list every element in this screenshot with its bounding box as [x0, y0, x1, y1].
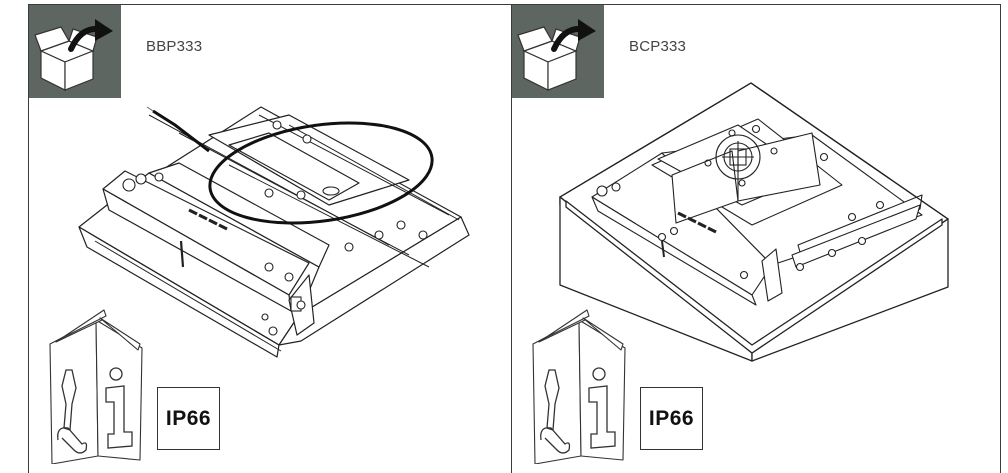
ip-rating-box: IP66: [640, 387, 703, 450]
ip-rating: IP66: [648, 406, 695, 430]
panel-bcp333: BCP333: [511, 4, 1001, 473]
open-box-icon: [517, 19, 596, 91]
luminaire-illustration: [78, 106, 470, 358]
unbox-badge: [29, 5, 121, 98]
ip-rating-box: IP66: [157, 387, 220, 450]
open-box-icon: [34, 19, 113, 91]
product-code: BCP333: [629, 38, 687, 55]
product-code: BBP333: [146, 38, 203, 55]
panel-bbp333: BBP333: [28, 4, 512, 473]
manual-book-icon: [532, 309, 626, 464]
ip-rating: IP66: [165, 406, 212, 430]
manual-book-icon: [49, 309, 143, 464]
unbox-badge: [512, 5, 604, 98]
luminaire-in-box-illustration: [559, 82, 949, 362]
